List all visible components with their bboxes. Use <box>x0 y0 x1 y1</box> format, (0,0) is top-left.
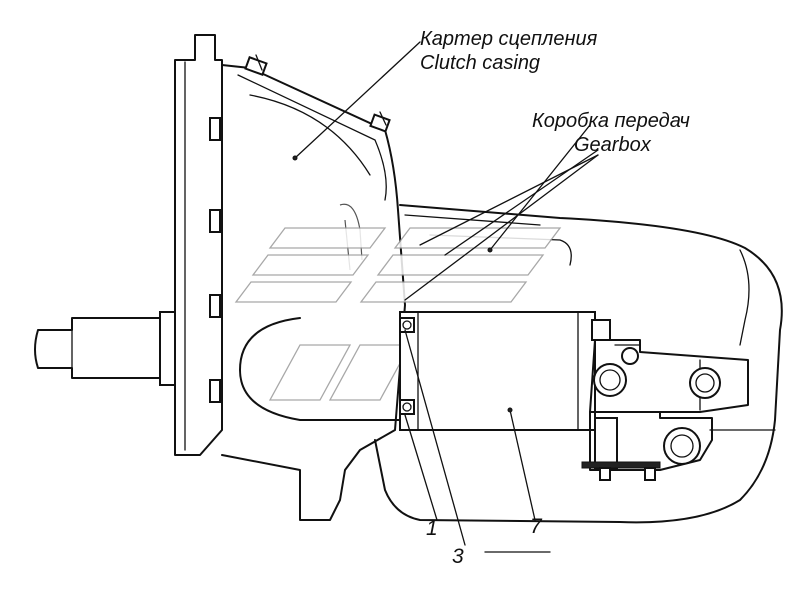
callout-item-1: 1 <box>426 517 438 540</box>
gearbox-housing <box>374 204 783 524</box>
clutch-casing-label-ru: Картер сцепления <box>420 28 598 50</box>
clutch-casing <box>174 34 406 521</box>
gearbox-label-ru: Коробка передач <box>532 110 690 132</box>
input-shaft <box>34 311 176 386</box>
callout-item-7: 7 <box>530 515 542 538</box>
leader-lines <box>292 41 599 553</box>
cylinder-body <box>239 311 611 431</box>
clutch-casing-label-en: Clutch casing <box>420 52 541 74</box>
valve-block <box>581 339 749 481</box>
gearbox-label-en: Gearbox <box>574 134 651 156</box>
callout-item-3: 3 <box>452 545 464 568</box>
